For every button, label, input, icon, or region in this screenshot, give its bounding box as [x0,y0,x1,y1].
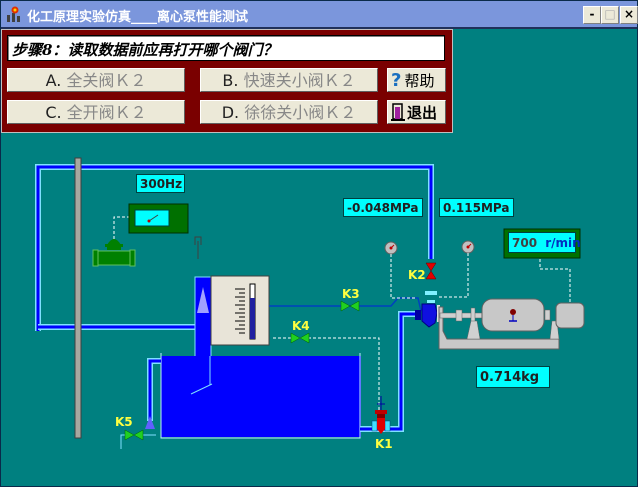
valve-k2[interactable] [425,262,437,303]
option-text: 快速关小阀Ｋ２ [243,71,356,90]
water-tank [160,353,361,439]
valve-k2-label: K2 [408,268,426,282]
option-letter: A. [45,71,62,90]
app-icon [7,6,20,22]
pump-base [438,306,560,350]
maximize-icon: □ [604,7,616,21]
minimize-icon: - [589,7,595,21]
window-title: 化工原理实验仿真____离心泵性能测试 [27,10,249,25]
level-gauge [210,275,270,346]
maximize-button[interactable]: □ [601,6,619,24]
valve-k4[interactable] [290,332,310,344]
speed-signal-line [539,259,571,303]
exit-button[interactable]: 退出 [387,100,446,124]
speed-readout: 700 r/min [508,232,581,253]
drain-pipe [120,358,161,449]
weight-readout: 0.714kg [476,366,550,388]
option-b-button[interactable]: B. 快速关小阀Ｋ２ [200,68,378,92]
speed-value: 700 [512,236,538,250]
option-d-button[interactable]: D. 徐徐关小阀Ｋ２ [200,100,378,124]
inlet-pressure-readout: -0.048MPa [343,198,423,217]
question-text: 步骤8：读取数据前应再打开哪个阀门？ [12,41,278,59]
option-a-button[interactable]: A. 全关阀Ｋ２ [7,68,185,92]
option-text: 全关阀Ｋ２ [66,71,147,90]
signal-line [113,216,129,239]
frequency-meter[interactable] [128,203,189,234]
exit-label: 退出 [407,104,438,122]
option-text: 徐徐关小阀Ｋ２ [244,103,357,122]
question-box: 步骤8：读取数据前应再打开哪个阀门？ [7,35,445,61]
centrifugal-pump [415,303,440,328]
help-label: 帮助 [404,72,435,90]
option-c-button[interactable]: C. 全开阀Ｋ２ [7,100,185,124]
valve-k3-label: K3 [342,287,360,301]
process-diagram [35,157,585,449]
frequency-readout: 300Hz [136,174,185,193]
suction-pipe [360,311,419,432]
motor [481,298,585,340]
option-letter: D. [221,103,240,122]
close-icon: × [623,7,635,21]
valve-k1-label: K1 [375,437,393,451]
option-letter: B. [222,71,239,90]
exit-door-icon [391,103,405,121]
option-letter: C. [45,103,62,122]
question-icon: ? [391,70,402,91]
help-button[interactable]: ?帮助 [387,68,446,92]
valve-k4-label: K4 [292,319,310,333]
outlet-pressure-readout: 0.115MPa [439,198,514,217]
inlet-pressure-gauge [384,241,416,299]
outlet-pressure-gauge [438,240,475,298]
close-button[interactable]: × [620,6,638,24]
valve-k5-label: K5 [115,415,133,429]
valve-k5[interactable] [124,429,144,441]
speed-unit: r/min [545,236,581,250]
valve-k1[interactable] [371,396,391,434]
option-text: 全开阀Ｋ２ [66,103,147,122]
minimize-button[interactable]: - [583,6,601,24]
turbine-flowmeter [92,239,136,267]
quiz-panel: 步骤8：读取数据前应再打开哪个阀门？ A. 全关阀Ｋ２ B. 快速关小阀Ｋ２ C… [1,29,453,133]
title-bar[interactable]: 化工原理实验仿真____离心泵性能测试 - □ × [1,1,638,29]
valve-k3[interactable] [340,300,360,312]
support-pole [74,157,82,439]
